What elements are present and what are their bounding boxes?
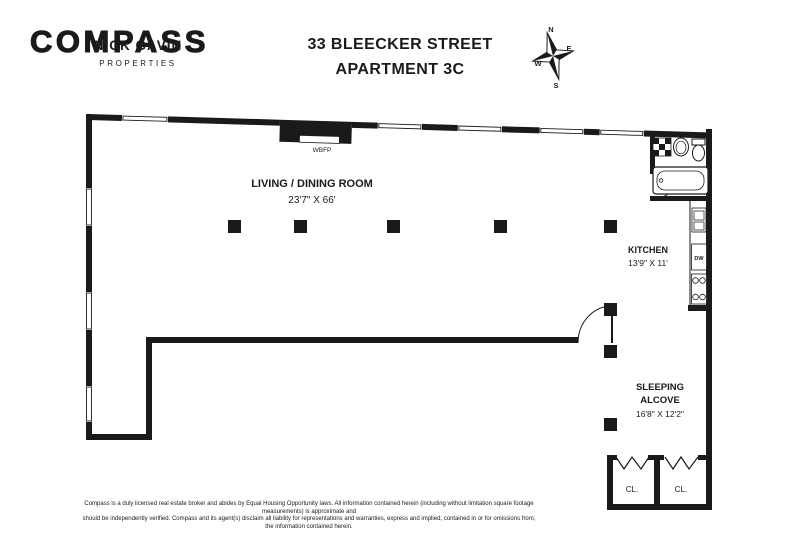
wall-bottom-left [86,434,152,440]
alcove-label-line1: SLEEPING [636,382,684,393]
living-room-label: LIVING / DINING ROOM [251,178,373,190]
kitchen [688,201,712,311]
window [121,113,644,139]
dishwasher-icon [691,243,707,271]
compass-label-south: S [553,81,558,90]
kitchen-sink-icon [691,207,707,233]
columns [228,220,617,431]
fireplace [279,119,352,144]
closet-right-label: CL. [675,485,687,494]
closet-bifold-door-right [664,455,699,471]
disclaimer-line2: should be independently verified. Compas… [82,516,536,530]
page-title-address: 33 BLEECKER STREET [307,36,493,53]
bathroom [650,132,712,201]
alcove-dims: 16'8" X 12'2" [636,409,684,419]
bathtub-icon [652,166,709,195]
compass-wordmark: COMPASS [30,24,209,59]
wall-living-bottom [146,337,578,343]
agent-name: NICK GAVIN [94,38,183,53]
sink-icon [673,137,689,157]
agent-subtitle: PROPERTIES [99,59,176,68]
wall-right [706,129,712,510]
tile-icon [652,137,672,157]
compass-label-east: E [566,44,571,53]
dishwasher-label: DW [694,256,704,262]
page-title-unit: APARTMENT 3C [335,61,465,78]
living-room-dims: 23'7" X 66' [288,195,335,206]
closet-left-label: CL. [626,485,638,494]
fireplace-label: WBFP [313,147,332,154]
window [84,188,94,422]
compass-rose-star [530,30,576,82]
compass-label-north: N [548,25,553,34]
stove-icon [691,273,707,305]
compass-label-west: W [534,59,542,68]
brand-logo: COMPASS NICK GAVIN PROPERTIES [29,23,209,68]
disclaimer-line1: Compass is a duly licensed real estate b… [84,501,534,515]
disclaimer: Compass is a duly licensed real estate b… [78,501,540,531]
kitchen-label: KITCHEN [628,245,668,255]
alcove-label-line2: ALCOVE [640,395,680,406]
toilet-icon [691,138,706,162]
closet-bifold-door-left [615,455,650,471]
closets [607,455,712,510]
kitchen-dims: 13'9" X 11' [628,258,668,268]
wall-step [146,337,152,440]
compass-rose: N E S W [530,25,576,90]
wall-top [87,113,712,144]
wall-left [84,114,94,440]
